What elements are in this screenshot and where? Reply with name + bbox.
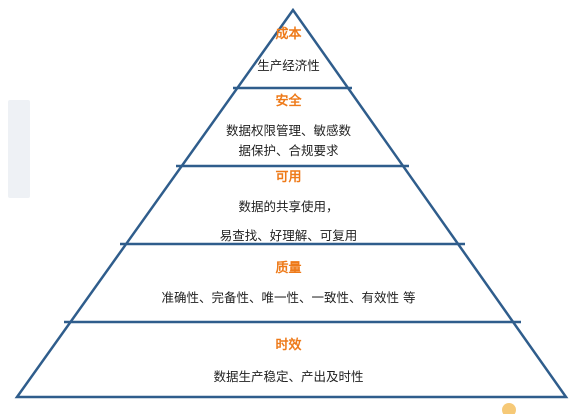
- level-desc-security-line1: 数据权限管理、敏感数: [225, 123, 351, 138]
- level-title-usability: 可用: [275, 170, 302, 185]
- level-desc-quality: 准确性、完备性、唯一性、一致性、有效性 等: [161, 290, 416, 305]
- pyramid-outline: [14, 7, 569, 399]
- level-desc-usability-line2: 易查找、好理解、可复用: [219, 228, 358, 243]
- level-title-cost: 成本: [275, 27, 302, 42]
- level-desc-cost: 生产经济性: [257, 58, 320, 73]
- left-decoration: [8, 100, 30, 198]
- level-title-quality: 质量: [275, 261, 302, 276]
- level-desc-security-line2: 据保护、合规要求: [238, 143, 339, 158]
- level-desc-timeliness: 数据生产稳定、产出及时性: [213, 369, 364, 384]
- level-title-security: 安全: [275, 94, 302, 109]
- level-desc-usability-line1: 数据的共享使用，: [238, 199, 339, 214]
- level-title-timeliness: 时效: [275, 338, 302, 353]
- corner-logo-fragment: [502, 403, 516, 414]
